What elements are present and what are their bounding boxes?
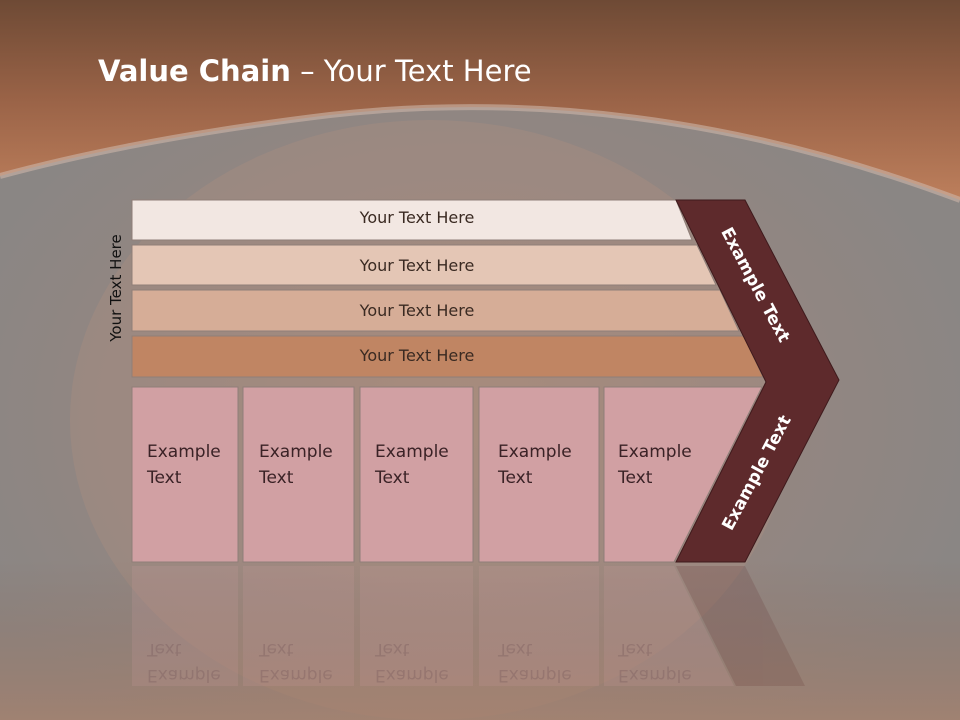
header-band: [0, 0, 960, 200]
activity-box-1: [131, 386, 239, 563]
row-label-3: Your Text Here: [359, 301, 475, 320]
row-bar-2: [131, 244, 717, 286]
title-bold: Value Chain: [98, 54, 291, 88]
title-rest: – Your Text Here: [290, 54, 532, 88]
reflection-label-5: Example Text: [618, 639, 692, 685]
header-arc: [0, 104, 960, 203]
margin-chevron: [675, 199, 840, 563]
reflection-box-2: [243, 566, 354, 686]
activity-label-3: Example Text: [375, 442, 449, 488]
reflection-label-2: Example Text: [259, 639, 333, 685]
slide-title: Value Chain – Your Text Here: [98, 54, 532, 88]
reflection-box-4: [479, 566, 599, 686]
activity-box-5: [603, 386, 763, 563]
reflection-box-1: [132, 566, 238, 686]
reflection-box-5: [604, 566, 734, 686]
row-bar-3: [131, 289, 740, 332]
reflection: [132, 566, 805, 686]
reflection-label-4: Example Text: [498, 639, 572, 685]
reflection-chevron: [676, 566, 805, 686]
row-bar-1: [131, 199, 693, 241]
activity-label-4: Example Text: [498, 442, 572, 488]
row-label-2: Your Text Here: [359, 256, 475, 275]
row-label-1: Your Text Here: [359, 208, 475, 227]
row-label-4: Your Text Here: [359, 346, 475, 365]
photo-bottom: [0, 560, 960, 720]
reflection-label-1: Example Text: [147, 639, 221, 685]
activity-box-4: [478, 386, 600, 563]
reflection-box-3: [360, 566, 473, 686]
reflection-label-3: Example Text: [375, 639, 449, 685]
activity-label-2: Example Text: [259, 442, 333, 488]
activity-box-2: [242, 386, 355, 563]
activity-box-3: [359, 386, 474, 563]
activity-label-1: Example Text: [147, 442, 221, 488]
activity-label-5: Example Text: [618, 442, 692, 488]
